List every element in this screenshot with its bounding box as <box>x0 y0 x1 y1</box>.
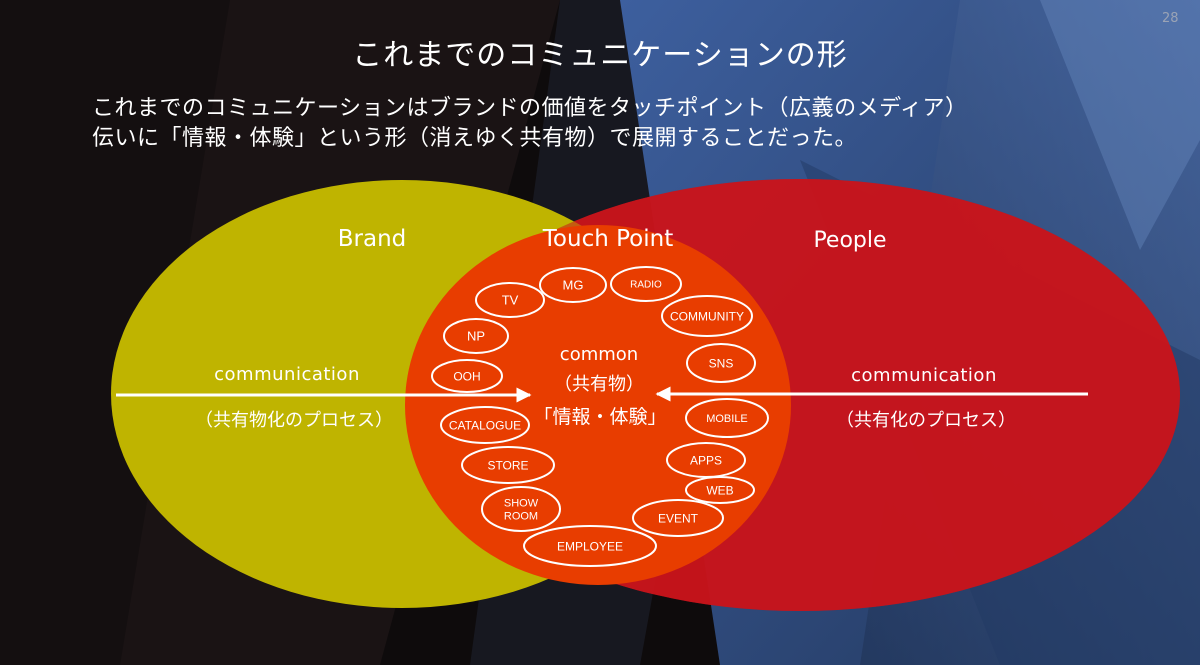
touchpoint-label-event: EVENT <box>658 511 699 525</box>
touch-point-label: Touch Point <box>542 226 674 252</box>
touchpoint-bubble-event <box>632 499 724 537</box>
body-text-line-2: 伝いに「情報・体験」という形（消えゆく共有物）で展開することだった。 <box>92 126 858 151</box>
common-label: common <box>559 344 639 365</box>
touch-point-circle <box>405 225 791 585</box>
touchpoint-bubble-apps <box>666 442 746 478</box>
brand-label: Brand <box>337 226 407 252</box>
touchpoint-label-web: WEB <box>706 483 733 497</box>
touchpoint-bubble-store <box>461 446 555 484</box>
touchpoint-label-mobile: MOBILE <box>706 413 748 425</box>
touchpoint-bubble-catalogue <box>440 406 530 444</box>
touchpoint-label-store: STORE <box>487 458 528 472</box>
touchpoint-label-mg: MG <box>563 278 584 293</box>
touchpoint-bubble-mobile <box>685 398 769 438</box>
touchpoint-bubble-mg <box>539 267 607 303</box>
touchpoint-label-np: NP <box>467 329 485 344</box>
touchpoint-bubble-community <box>661 295 753 337</box>
touchpoint-bubble-employee <box>523 525 657 567</box>
touchpoint-label-community: COMMUNITY <box>670 309 744 323</box>
touchpoint-bubble-web <box>685 476 755 504</box>
right-process-label: （共有化のプロセス） <box>836 410 1016 431</box>
slide-title: これまでのコミュニケーションの形 <box>352 38 848 73</box>
touchpoint-group: MG RADIO TV COMMUNITY NP SNS OOH CATALOGUE MOBIL… <box>431 266 769 567</box>
shared-object-label: （共有物） <box>554 374 644 395</box>
touchpoint-bubble-np <box>443 318 509 354</box>
touchpoint-bubble-tv <box>475 282 545 318</box>
people-label: People <box>813 228 887 253</box>
touchpoint-label-sns: SNS <box>709 356 734 370</box>
page-number: 28 <box>1162 11 1179 26</box>
touchpoint-label-tv: TV <box>502 293 519 308</box>
touchpoint-label-catalogue: CATALOGUE <box>449 418 521 432</box>
left-communication-label: communication <box>214 364 360 385</box>
body-text-line-1: これまでのコミュニケーションはブランドの価値をタッチポイント（広義のメディア） <box>92 96 968 121</box>
touchpoint-bubble-radio <box>610 266 682 302</box>
left-process-label: （共有物化のプロセス） <box>195 410 393 431</box>
touchpoint-bubble-ooh <box>431 359 503 393</box>
right-communication-label: communication <box>851 365 997 386</box>
touchpoint-bubble-show-room <box>481 486 561 532</box>
touchpoint-label-apps: APPS <box>690 453 722 467</box>
touchpoint-bubble-sns <box>686 343 756 383</box>
info-experience-label: 「情報・体験」 <box>533 406 667 428</box>
touchpoint-label-radio: RADIO <box>630 280 662 291</box>
touchpoint-label-employee: EMPLOYEE <box>557 539 623 553</box>
touchpoint-label-ooh: OOH <box>453 369 480 383</box>
